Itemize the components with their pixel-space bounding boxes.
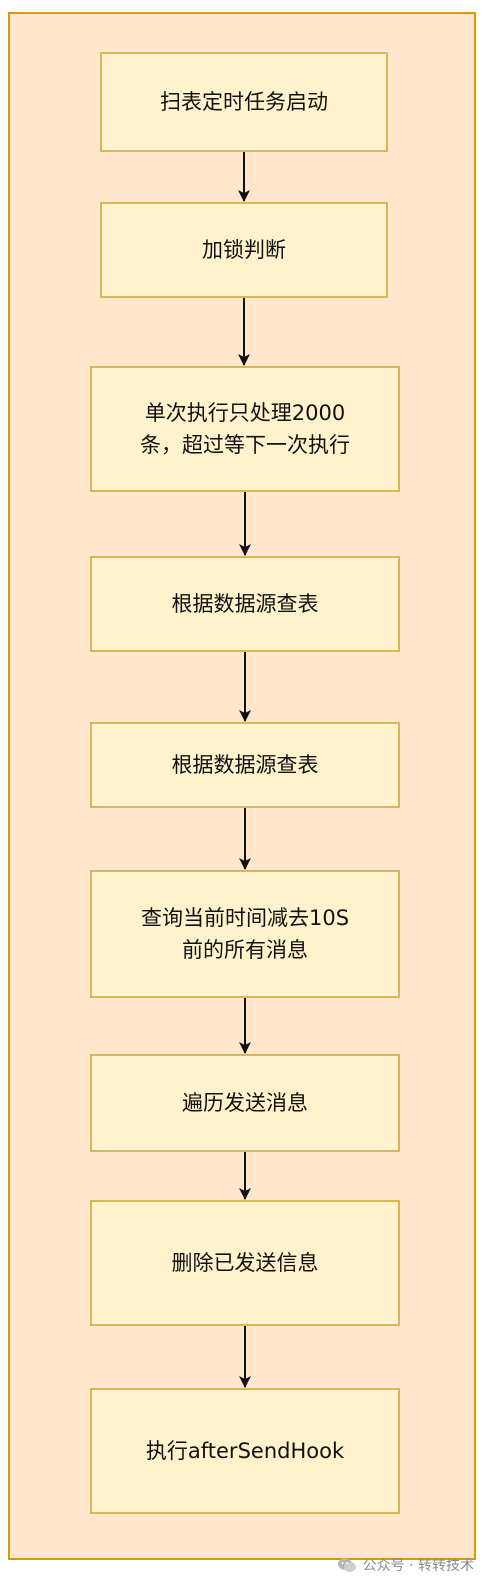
node-label: 根据数据源查表 [171,753,319,777]
node-start-scan-task: 扫表定时任务启动 [100,52,388,152]
node-label: 执行afterSendHook [145,1439,345,1463]
node-delete-sent-messages: 删除已发送信息 [90,1200,400,1326]
node-label: 单次执行只处理2000 条，超过等下一次执行 [140,401,350,457]
node-query-messages-before-10s: 查询当前时间减去10S 前的所有消息 [90,870,400,998]
node-label: 加锁判断 [202,238,286,262]
node-query-by-datasource-1: 根据数据源查表 [90,556,400,652]
watermark: 公众号 · 转转技术 [337,1555,474,1575]
node-label: 删除已发送信息 [171,1251,319,1275]
node-label: 查询当前时间减去10S 前的所有消息 [140,906,350,962]
node-iterate-send-messages: 遍历发送消息 [90,1054,400,1152]
wechat-icon [337,1558,356,1572]
node-lock-check: 加锁判断 [100,202,388,298]
node-label: 遍历发送消息 [182,1091,308,1115]
node-execute-after-send-hook: 执行afterSendHook [90,1388,400,1514]
node-batch-limit: 单次执行只处理2000 条，超过等下一次执行 [90,366,400,492]
watermark-text: 公众号 · 转转技术 [362,1558,474,1574]
node-query-by-datasource-2: 根据数据源查表 [90,722,400,808]
node-label: 扫表定时任务启动 [160,90,328,114]
node-label: 根据数据源查表 [171,592,319,616]
